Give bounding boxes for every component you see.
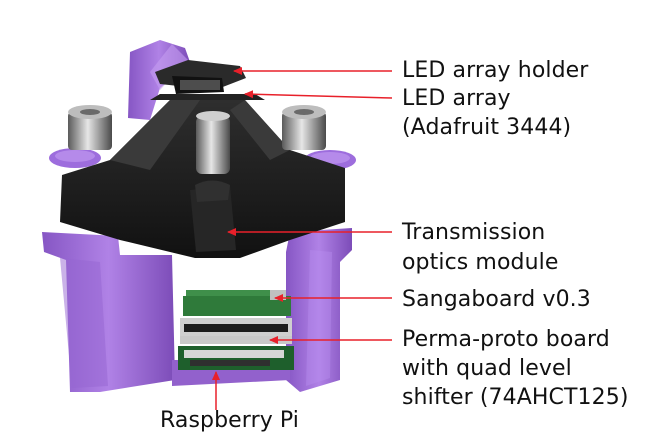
perma-proto-board [180,318,292,344]
right-motor [282,105,326,150]
label-permaproto-line3: shifter (74AHCT125) [402,385,629,410]
label-led-array: LED array [402,86,511,111]
black-housing [60,100,345,258]
label-raspberry-pi: Raspberry Pi [160,408,300,433]
led-array-holder [150,60,265,100]
label-sangaboard: Sangaboard v0.3 [402,287,591,312]
annotation-arrows [212,67,393,410]
label-permaproto-line2: with quad level [402,356,572,381]
left-motor [68,105,112,150]
objective-lens [196,111,230,174]
label-led-array-part: (Adafruit 3444) [402,115,572,140]
purple-base [42,228,352,392]
label-permaproto-line1: Perma-proto board [402,327,610,352]
sangaboard-pcb [183,290,291,316]
left-gear [49,148,101,168]
label-led-array-holder: LED array holder [402,58,589,83]
label-transmission-line2: optics module [402,250,559,275]
label-transmission-line1: Transmission [402,220,546,245]
arrow-led-array [244,90,393,99]
raspberry-pi-board [178,346,294,370]
